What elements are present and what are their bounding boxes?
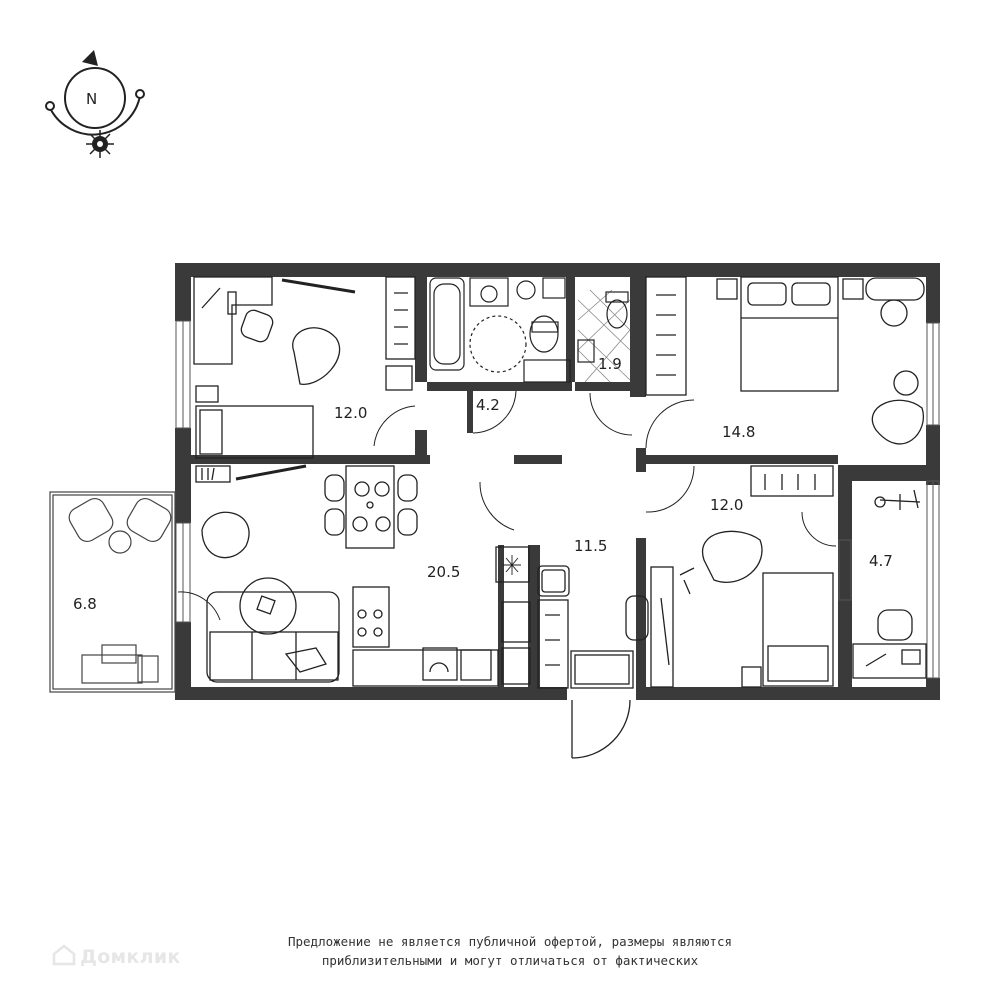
bathroom-fixtures xyxy=(429,277,571,434)
balcony-west xyxy=(49,491,176,693)
bed-icon xyxy=(195,405,314,459)
entrance-door-icon xyxy=(571,699,631,759)
bean-bag-icon xyxy=(292,327,341,385)
wall-tv-icon xyxy=(281,278,356,294)
armchair-icon xyxy=(201,511,250,559)
wardrobe-icon xyxy=(645,276,687,396)
room-area-bedroom-master: 14.8 xyxy=(722,423,756,441)
nightstand-icon xyxy=(716,278,864,300)
exercise-bike-icon xyxy=(874,489,921,510)
bbq-grill-icon xyxy=(81,644,159,684)
room-area-bathroom: 4.2 xyxy=(476,396,500,414)
door-swing xyxy=(472,390,517,434)
sofa-icon xyxy=(206,591,340,683)
door-swing xyxy=(177,591,221,621)
sink-icon xyxy=(577,339,595,363)
office-chair-icon xyxy=(625,595,649,641)
bath-mat-icon xyxy=(469,315,527,373)
desk-icon xyxy=(193,276,273,365)
desk-icon xyxy=(650,566,674,688)
watermark-text: Домклик xyxy=(80,946,181,968)
bedroom-west-furniture xyxy=(193,276,416,459)
fridge-icon xyxy=(495,546,530,583)
armchair-icon xyxy=(871,399,924,445)
oven-icon xyxy=(422,647,458,681)
door-swing xyxy=(373,405,416,447)
room-area-bedroom-west: 12.0 xyxy=(334,404,368,422)
disclaimer: Предложение не является публичной оферто… xyxy=(200,932,820,970)
desk-icon xyxy=(852,643,927,679)
tv-icon xyxy=(235,464,307,481)
door-swing xyxy=(645,465,695,513)
house-logo-icon xyxy=(52,944,76,966)
toilet-fixtures xyxy=(577,289,633,436)
sink-icon xyxy=(469,277,509,307)
walls xyxy=(175,263,940,700)
room-area-balcony-west: 6.8 xyxy=(73,595,97,613)
office-chair-icon xyxy=(240,309,274,343)
monitor-icon xyxy=(201,287,237,315)
disclaimer-line-2: приблизительными и могут отличаться от ф… xyxy=(321,953,699,968)
kitchen-sink-icon xyxy=(460,649,492,681)
room-area-toilet: 1.9 xyxy=(598,355,622,373)
watermark: Домклик xyxy=(52,944,181,968)
door-swing xyxy=(589,392,633,436)
door-mat-icon xyxy=(570,650,634,689)
room-area-hall: 11.5 xyxy=(574,537,608,555)
pouf-icon xyxy=(537,565,570,597)
dining-chair-icon xyxy=(324,474,418,536)
room-area-kitchen-living: 20.5 xyxy=(427,563,461,581)
windows xyxy=(175,320,940,679)
wardrobe-icon xyxy=(385,276,416,360)
chair-icon xyxy=(877,609,913,641)
room-area-loggia-east: 4.7 xyxy=(869,552,893,570)
stove-icon xyxy=(352,586,390,648)
compass-north-label: N xyxy=(86,90,98,108)
hall-furniture xyxy=(479,481,634,759)
loggia-east-furniture xyxy=(852,489,927,679)
shower-icon xyxy=(516,280,536,300)
bed-icon xyxy=(762,572,834,687)
door-swing xyxy=(801,511,837,547)
armchair-icon xyxy=(68,497,172,554)
disclaimer-line-1: Предложение не является публичной оферто… xyxy=(287,934,732,949)
wardrobe-icon xyxy=(750,465,834,497)
chair-icon xyxy=(385,365,413,391)
nightstand-icon xyxy=(195,385,219,403)
cushion-icon xyxy=(284,647,327,673)
bookshelf-icon xyxy=(195,465,231,483)
bath-cabinet-icon xyxy=(523,359,571,383)
door-swing xyxy=(479,481,515,531)
toilet-icon xyxy=(529,315,559,353)
room-area-bedroom-east: 12.0 xyxy=(710,496,744,514)
door-swing xyxy=(645,399,695,449)
bedroom-east-furniture xyxy=(625,465,837,688)
bean-bag-icon xyxy=(701,530,763,583)
kitchen-counter-icon xyxy=(352,649,499,687)
double-bed-icon xyxy=(740,276,839,392)
bedroom-master-furniture xyxy=(645,276,925,449)
coffee-table-icon xyxy=(239,577,297,635)
plant-icon xyxy=(893,370,919,396)
compass-icon xyxy=(45,50,145,158)
toilet-icon xyxy=(605,291,629,329)
sun-icon xyxy=(86,130,114,158)
tile-pattern-icon xyxy=(577,289,631,383)
bathtub-icon xyxy=(429,277,465,371)
nightstand-icon xyxy=(741,666,762,688)
dining-table-icon xyxy=(345,465,395,549)
lamp-icon xyxy=(679,567,695,595)
shoe-rack-icon xyxy=(501,599,569,689)
kitchen-living-furniture xyxy=(177,464,499,687)
vanity-table-icon xyxy=(865,277,925,327)
washing-machine-icon xyxy=(542,277,566,299)
